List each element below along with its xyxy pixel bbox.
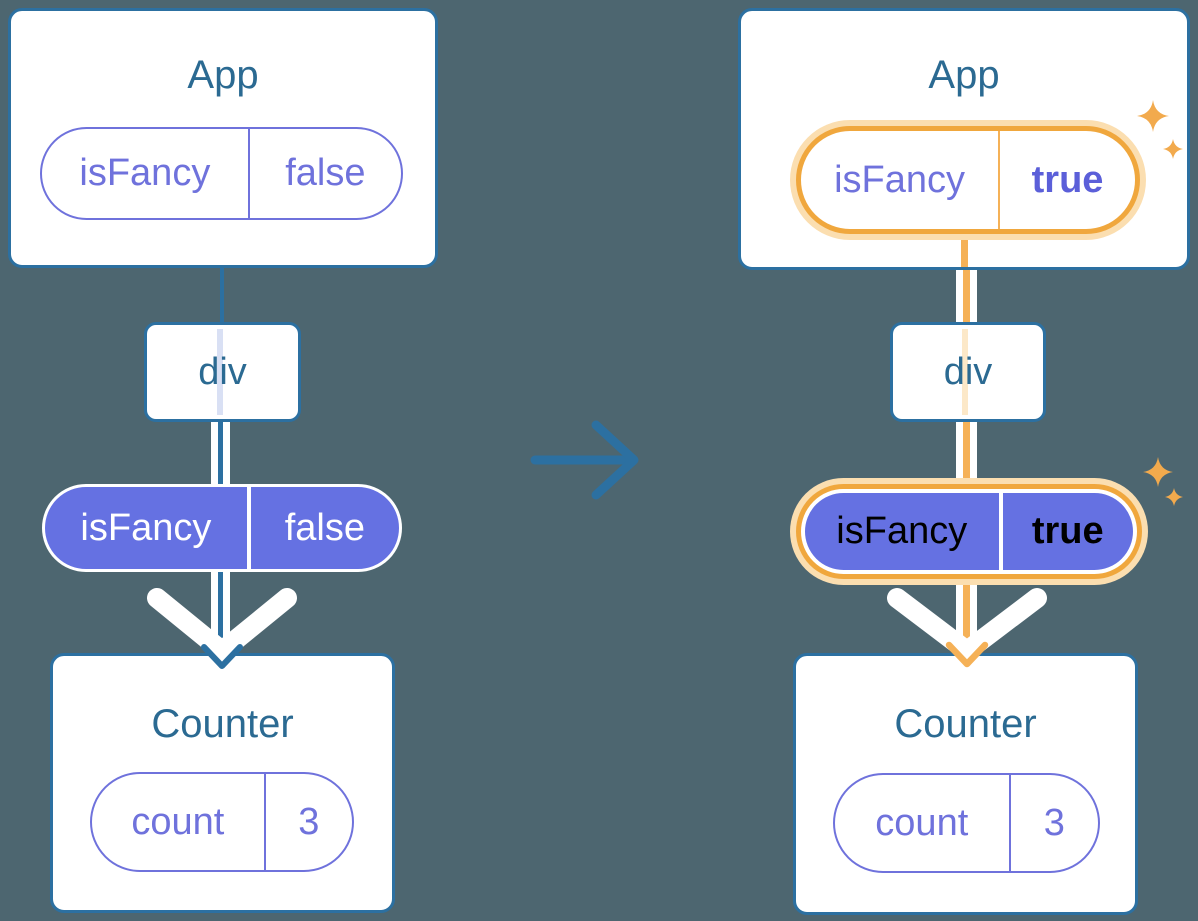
app-state-pill-highlighted: isFancy true	[796, 126, 1140, 234]
sparkles-icon	[1143, 457, 1183, 506]
state-key-cell: count	[875, 801, 969, 844]
state-thread-line	[217, 329, 223, 415]
pill-divider	[998, 493, 1003, 570]
counter-title: Counter	[894, 702, 1037, 746]
state-key-cell: count	[131, 800, 225, 843]
connector-white-line	[211, 570, 218, 640]
counter-state-pill: count 3	[833, 773, 1100, 873]
state-thread-line	[962, 329, 968, 415]
transition-arrow-icon	[530, 420, 639, 500]
prop-pill-highlighted: isFancy true	[801, 489, 1137, 574]
connector-white-line	[223, 570, 230, 640]
app-title: App	[928, 53, 1000, 97]
pill-divider	[247, 129, 250, 218]
counter-title: Counter	[151, 702, 294, 746]
counter-state-pill: count 3	[90, 772, 354, 872]
div-component-box: div	[144, 322, 301, 422]
state-key-cell: isFancy	[834, 158, 965, 201]
div-label: div	[943, 350, 993, 393]
state-key-cell: isFancy	[79, 152, 211, 194]
pill-divider	[263, 774, 266, 870]
connector-white-line	[970, 268, 977, 324]
app-state-pill: isFancy false	[40, 127, 403, 220]
pill-divider	[998, 131, 1001, 229]
connector-white-line	[970, 582, 977, 640]
connector-white-line	[956, 582, 963, 640]
connector-state-line	[218, 419, 223, 487]
connector-state-line	[963, 268, 970, 324]
pill-divider	[1008, 775, 1011, 871]
connector-white-line	[211, 419, 218, 487]
app-title: App	[187, 53, 259, 97]
connector-state-line	[961, 238, 968, 267]
prop-pill: isFancy false	[42, 484, 402, 572]
connector-state-line	[963, 582, 970, 660]
connector-white-line	[223, 419, 230, 487]
prop-value-cell: false	[284, 506, 366, 549]
state-value-cell: 3	[1043, 801, 1065, 844]
prop-value-cell: true	[1031, 510, 1104, 552]
state-value-cell: false	[285, 152, 366, 194]
prop-key-cell: isFancy	[80, 506, 212, 549]
connector-white-line	[956, 420, 963, 482]
prop-key-cell: isFancy	[836, 510, 968, 552]
connector-state-line	[963, 420, 970, 482]
connector-white-line	[956, 268, 963, 324]
div-component-box: div	[890, 322, 1046, 422]
state-value-cell: true	[1031, 158, 1104, 201]
div-label: div	[198, 350, 247, 393]
connector-app-div	[220, 266, 224, 324]
connector-white-line	[970, 420, 977, 482]
state-value-cell: 3	[298, 800, 320, 843]
pill-divider	[246, 487, 251, 569]
